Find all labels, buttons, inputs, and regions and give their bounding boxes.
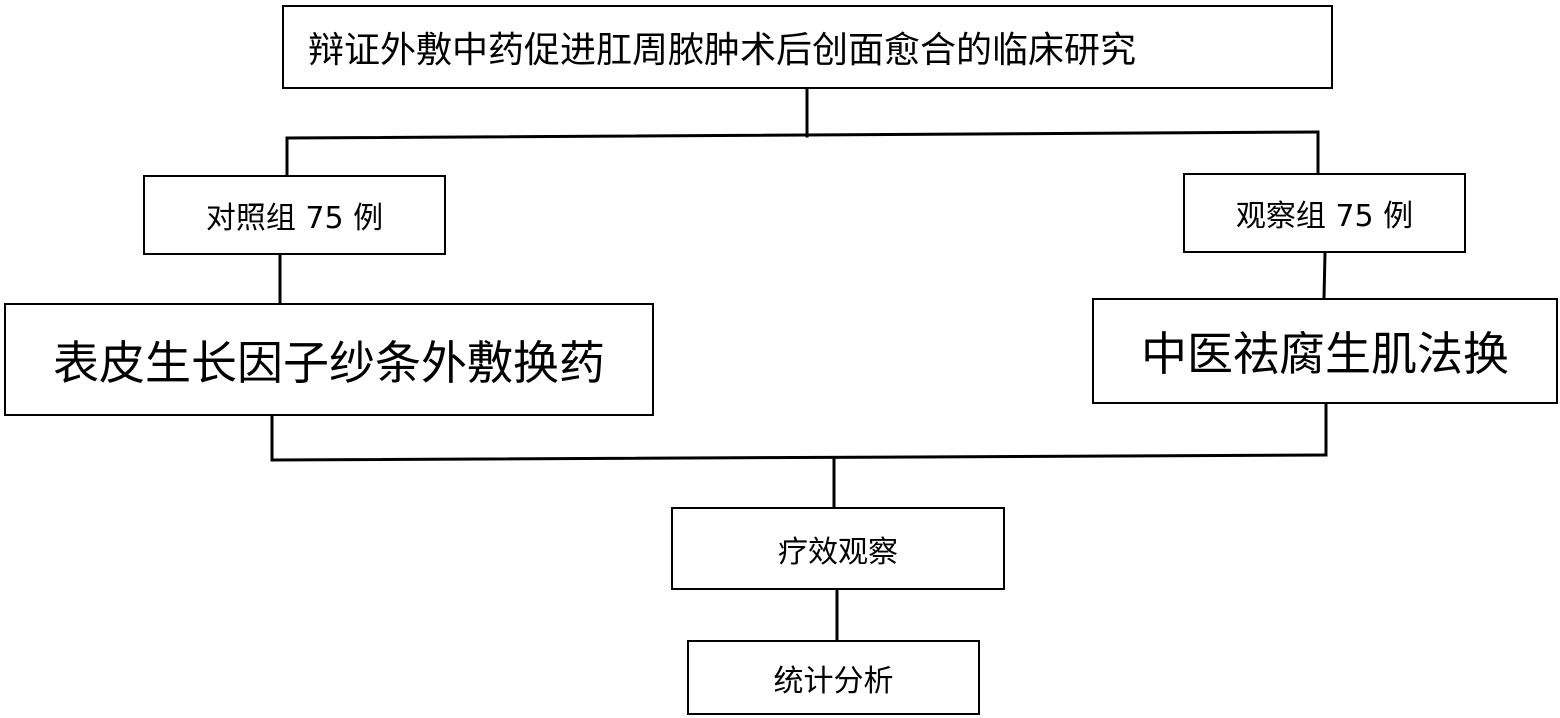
control-treatment-label: 表皮生长因子纱条外敷换药 bbox=[53, 335, 605, 390]
control-group-box: 对照组 75 例 bbox=[143, 175, 446, 255]
bottom-merge-line bbox=[270, 453, 1328, 462]
efficacy-observation-label: 疗效观察 bbox=[778, 534, 898, 570]
efficacy-observation-box: 疗效观察 bbox=[671, 507, 1005, 590]
control-treatment-box: 表皮生长因子纱条外敷换药 bbox=[4, 303, 654, 416]
observation-group-label: 观察组 75 例 bbox=[1235, 199, 1414, 234]
study-title-box: 辩证外敷中药促进肛周脓肿术后创面愈合的临床研究 bbox=[282, 5, 1333, 89]
control-group-label: 对照组 75 例 bbox=[205, 201, 384, 236]
top-branch-line bbox=[285, 130, 1320, 140]
observation-treatment-line bbox=[1322, 251, 1327, 300]
study-title: 辩证外敷中药促进肛周脓肿术后创面愈合的临床研究 bbox=[308, 30, 1137, 71]
observation-treatment-box: 中医祛腐生肌法换 bbox=[1092, 298, 1558, 404]
statistical-analysis-label: 统计分析 bbox=[773, 663, 894, 699]
statistical-analysis-box: 统计分析 bbox=[687, 640, 980, 715]
observation-treatment-label: 中医祛腐生肌法换 bbox=[1141, 327, 1509, 381]
observation-group-box: 观察组 75 例 bbox=[1183, 173, 1466, 253]
